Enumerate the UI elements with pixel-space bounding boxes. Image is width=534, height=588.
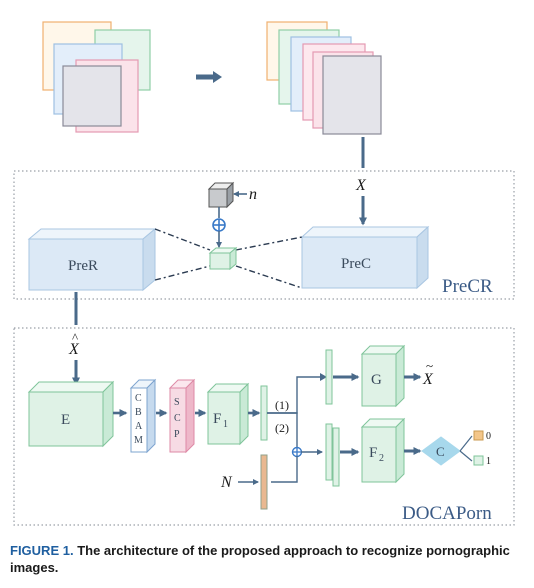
scp-s: S [174,397,180,408]
latent-connectors [154,228,303,289]
cbam-b: B [135,407,142,418]
precr-container [13,170,515,300]
branch-lines [267,376,322,452]
transform-arrow [196,71,222,83]
f2-box [360,417,406,484]
latent-cube [208,246,238,271]
cbam-box [129,378,157,454]
precr-label: PreCR [442,276,493,297]
upper-feature-vector [325,349,333,405]
figure-caption: FIGURE 1. The architecture of the propos… [10,542,525,576]
scp-box [168,378,196,454]
scp-c: C [174,413,181,424]
cbam-c: C [135,393,142,404]
x-hat-accent: ^ [72,330,78,345]
noise-vector [260,454,268,510]
encoder-label: E [61,412,70,428]
lower-feature-vector-b [332,427,340,487]
output-0-box [473,430,484,441]
classifier-outputs [459,435,473,462]
feature-vector [260,385,268,441]
label-n: n [249,186,257,203]
branch-1-label: (1) [275,398,289,412]
lower-feature-vector-a [325,423,333,481]
scp-p: P [174,429,180,440]
branch-2-label: (2) [275,421,289,435]
cbam-a: A [135,421,143,432]
prec-label: PreC [341,256,371,272]
f1-label-sub: 1 [223,419,228,430]
prer-label: PreR [68,258,98,274]
output-1-box [473,455,484,466]
architecture-diagram: X PreCR PreR PreC n X ^ [13,21,515,526]
f2-label-main: F [369,445,377,461]
classifier-label: C [436,444,445,459]
f1-box [206,382,250,446]
caption-lead: FIGURE 1. [10,543,74,558]
generator-label: G [371,372,382,388]
x-tilde-accent: ~ [426,358,433,373]
cbam-m: M [134,435,143,446]
prec-box [300,225,430,290]
docaporn-label: DOCAPorn [402,503,492,524]
output-1-label: 1 [486,456,491,467]
noise-cube [207,181,235,209]
caption-text: The architecture of the proposed approac… [10,543,510,575]
input-image-stack [42,21,151,133]
output-0-label: 0 [486,431,491,442]
encoder-box [27,380,115,448]
f1-label-main: F [213,411,221,427]
label-x-tilde: X [422,371,434,388]
label-x-hat: X [68,341,80,358]
preprocessed-image-stack [266,21,382,135]
label-noise-N: N [220,474,233,491]
label-x: X [355,177,367,194]
f2-label-sub: 2 [379,453,384,464]
generator-box [360,344,406,408]
